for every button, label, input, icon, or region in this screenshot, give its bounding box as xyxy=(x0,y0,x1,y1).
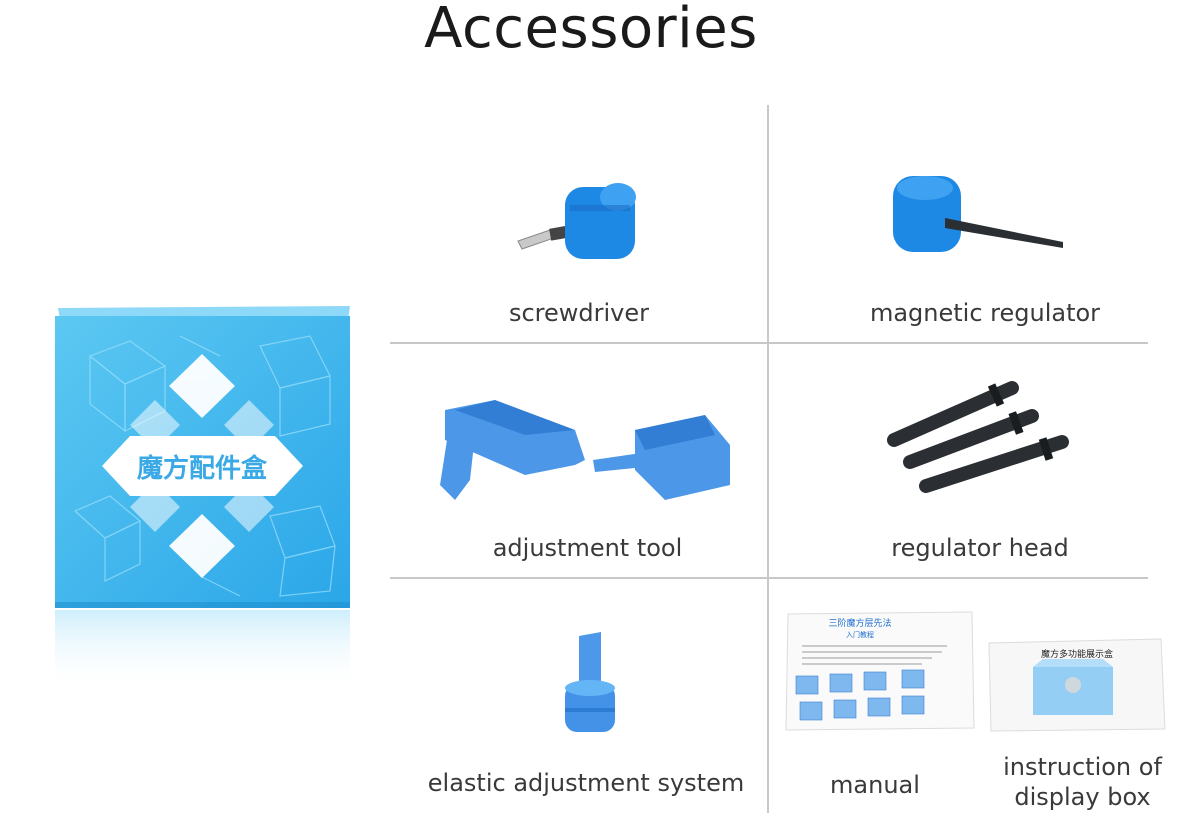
grid-divider-horizontal-bottom xyxy=(390,577,1148,579)
page-title: Accessories xyxy=(424,0,758,61)
adjustment-tool-icon xyxy=(435,390,735,524)
manual-cover-title: 三阶魔方层先法 xyxy=(828,617,891,629)
manual-icon: 三阶魔方层先法 入门教程 xyxy=(782,610,977,736)
instruction-sheet-title: 魔方多功能展示盒 xyxy=(1041,648,1113,660)
screwdriver-label: screwdriver xyxy=(508,299,650,327)
grid-divider-vertical xyxy=(767,105,769,813)
screwdriver-icon xyxy=(510,175,670,269)
elastic-adjustment-system-label: elastic adjustment system xyxy=(427,769,745,797)
regulator-head-label: regulator head xyxy=(891,534,1069,562)
instruction-label-line2: display box xyxy=(1014,783,1151,811)
grid-divider-horizontal-top xyxy=(390,342,1148,344)
regulator-head-icon xyxy=(882,378,1082,512)
magnetic-regulator-icon xyxy=(885,172,1075,266)
manual-label: manual xyxy=(830,771,920,799)
instruction-label-line1: instruction of xyxy=(1003,753,1162,781)
instruction-label: instruction of display box xyxy=(985,752,1180,812)
display-box-instruction-icon: 魔方多功能展示盒 xyxy=(985,635,1170,739)
adjustment-tool-label: adjustment tool xyxy=(492,534,683,562)
magnetic-regulator-label: magnetic regulator xyxy=(869,299,1101,327)
manual-cover-subtitle: 入门教程 xyxy=(846,630,874,639)
accessory-box-image: 魔方配件盒 xyxy=(30,296,370,720)
box-label-text: 魔方配件盒 xyxy=(137,453,268,484)
elastic-adjustment-system-icon xyxy=(555,628,625,742)
